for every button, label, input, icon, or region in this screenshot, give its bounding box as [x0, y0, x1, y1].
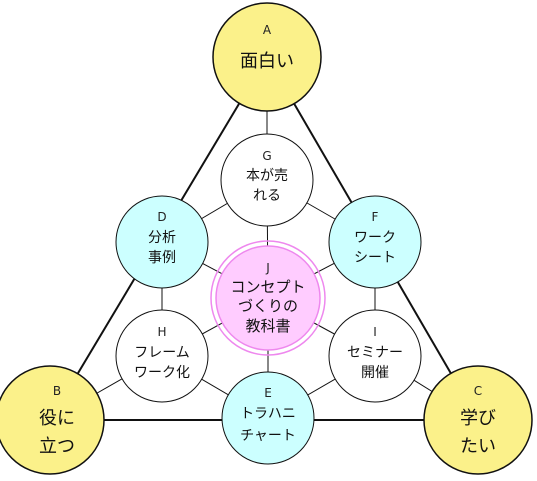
node-f: F ワーク シート [328, 195, 422, 289]
node-b: B 役に 立つ [0, 365, 105, 475]
node-h-label-line2: ワーク化 [134, 365, 190, 381]
node-i-circle [328, 309, 422, 403]
node-h-circle [115, 309, 209, 403]
node-b-circle [0, 365, 105, 475]
node-d: D 分析 事例 [115, 195, 209, 289]
node-g-label-line1: 本が売 [246, 168, 288, 184]
node-g-circle [220, 133, 314, 227]
node-j-outer-ring [210, 240, 326, 356]
node-d-circle [115, 195, 209, 289]
node-f-circle [328, 195, 422, 289]
node-h-letter: H [157, 325, 166, 339]
node-d-label-line2: 事例 [148, 250, 176, 266]
node-b-label-line2: 立つ [39, 436, 75, 457]
node-e-label-line2: チャート [240, 428, 296, 444]
node-i-letter: I [373, 325, 377, 339]
node-e: E トラハニ チャート [221, 371, 315, 465]
node-e-letter: E [264, 386, 272, 400]
node-i: I セミナー 開催 [328, 309, 422, 403]
node-c-label-line2: たい [460, 436, 496, 457]
node-g-letter: G [262, 149, 271, 163]
node-c: C 学び たい [423, 365, 533, 475]
node-f-label-line2: シート [354, 250, 396, 266]
node-a-circle [212, 2, 322, 112]
node-a-label: 面白い [240, 51, 294, 72]
node-g: G 本が売 れる [220, 133, 314, 227]
node-c-letter: C [474, 384, 482, 398]
node-a-letter: A [263, 23, 272, 37]
node-a: A 面白い [212, 2, 322, 112]
node-d-letter: D [157, 210, 166, 224]
node-b-letter: B [53, 384, 61, 398]
node-g-label-line2: れる [253, 188, 281, 204]
node-j-label-line2: づくりの [238, 297, 298, 315]
node-b-label-line1: 役に [39, 408, 75, 429]
node-j-label-line1: コンセプト [230, 278, 305, 296]
node-h-label-line1: フレーム [134, 345, 190, 361]
node-d-label-line1: 分析 [148, 230, 176, 246]
node-j-letter: J [265, 261, 270, 275]
node-i-label-line2: 開催 [361, 365, 389, 381]
node-e-circle [221, 371, 315, 465]
node-h: H フレーム ワーク化 [115, 309, 209, 403]
node-f-label-line1: ワーク [354, 230, 396, 246]
node-j: J コンセプト づくりの 教科書 [210, 240, 326, 356]
node-j-circle [215, 245, 321, 351]
node-e-label-line1: トラハニ [240, 406, 296, 422]
node-f-letter: F [372, 210, 379, 224]
node-c-label-line1: 学び [460, 408, 496, 429]
node-c-circle [423, 365, 533, 475]
node-i-label-line1: セミナー [347, 345, 403, 361]
node-j-label-line3: 教科書 [245, 317, 290, 335]
